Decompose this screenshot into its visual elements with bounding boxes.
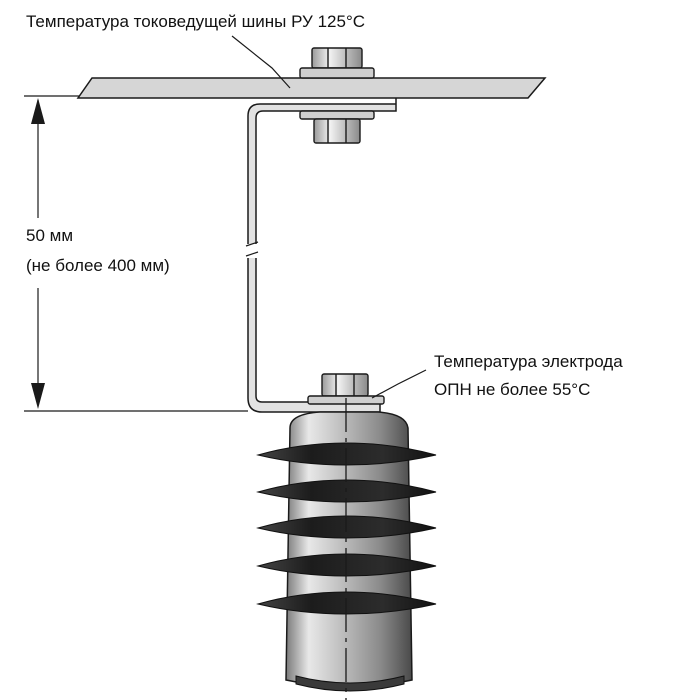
- connection-strip: [247, 98, 397, 413]
- electrode-temperature-label-line1: Температура электрода: [434, 352, 623, 371]
- distance-label: 50 мм: [26, 226, 74, 245]
- shed-2: [256, 479, 437, 503]
- shed-5: [256, 591, 437, 615]
- electrode-temperature-label-line2: ОПН не более 55°С: [434, 380, 591, 399]
- dimension-arrow-up-icon: [31, 98, 45, 124]
- busbar-leader: [231, 35, 291, 89]
- arrester-base: [295, 675, 405, 692]
- shed-1: [256, 442, 437, 466]
- busbar-temperature-label: Температура токоведущей шины РУ 125°С: [26, 12, 366, 31]
- lower-washer: [299, 110, 375, 120]
- top-washer: [299, 67, 375, 79]
- bottom-nut: [313, 118, 361, 144]
- top-bolt-assembly: [299, 47, 375, 144]
- shed-4: [256, 553, 437, 577]
- busbar: [76, 77, 547, 99]
- dimension-arrow-down-icon: [31, 383, 45, 409]
- terminal-nut: [321, 373, 369, 397]
- arrester-body: [256, 411, 437, 692]
- sheds: [256, 442, 437, 615]
- dimension-lines: [24, 95, 248, 412]
- electrode-leader: [371, 369, 427, 399]
- leader-lines: [231, 35, 427, 399]
- shed-3: [256, 515, 437, 539]
- top-nut: [311, 47, 363, 69]
- strip-break: [240, 244, 264, 258]
- distance-limit-label: (не более 400 мм): [26, 256, 170, 275]
